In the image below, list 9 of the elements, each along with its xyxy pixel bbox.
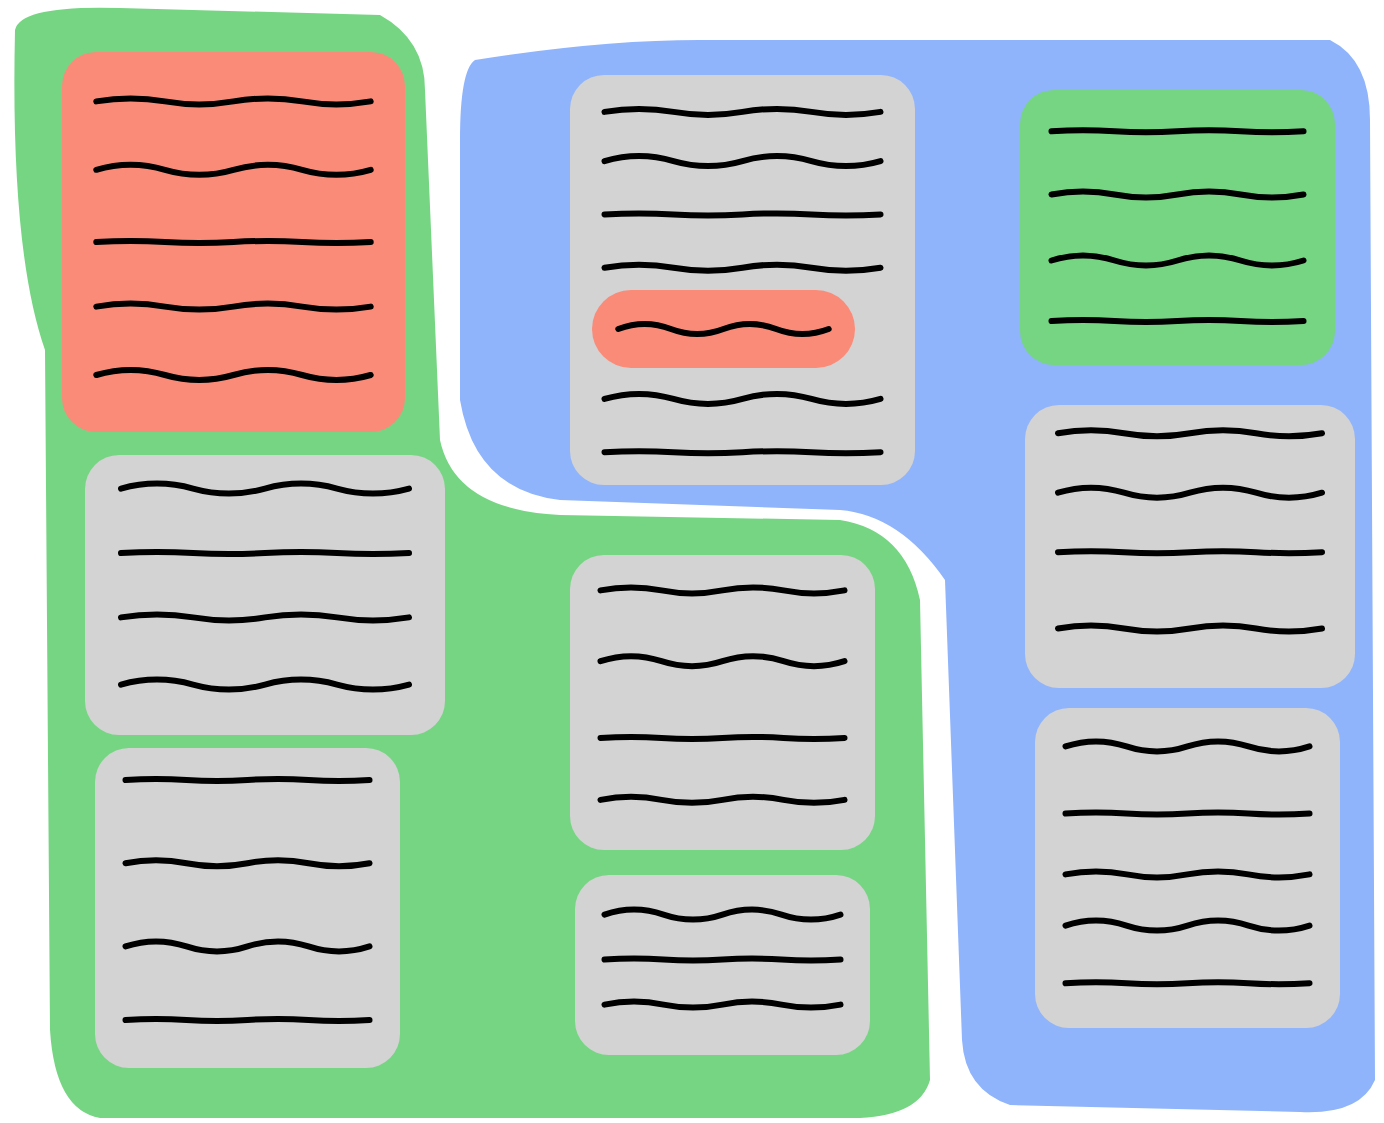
rounded-card bbox=[570, 555, 875, 850]
rounded-card bbox=[1020, 90, 1335, 365]
rounded-card bbox=[575, 875, 870, 1055]
rounded-card bbox=[95, 748, 400, 1068]
rounded-card bbox=[1025, 405, 1355, 688]
rounded-card bbox=[1035, 708, 1340, 1028]
rounded-card bbox=[570, 75, 915, 485]
rounded-card bbox=[62, 52, 405, 432]
rounded-card bbox=[85, 455, 445, 735]
